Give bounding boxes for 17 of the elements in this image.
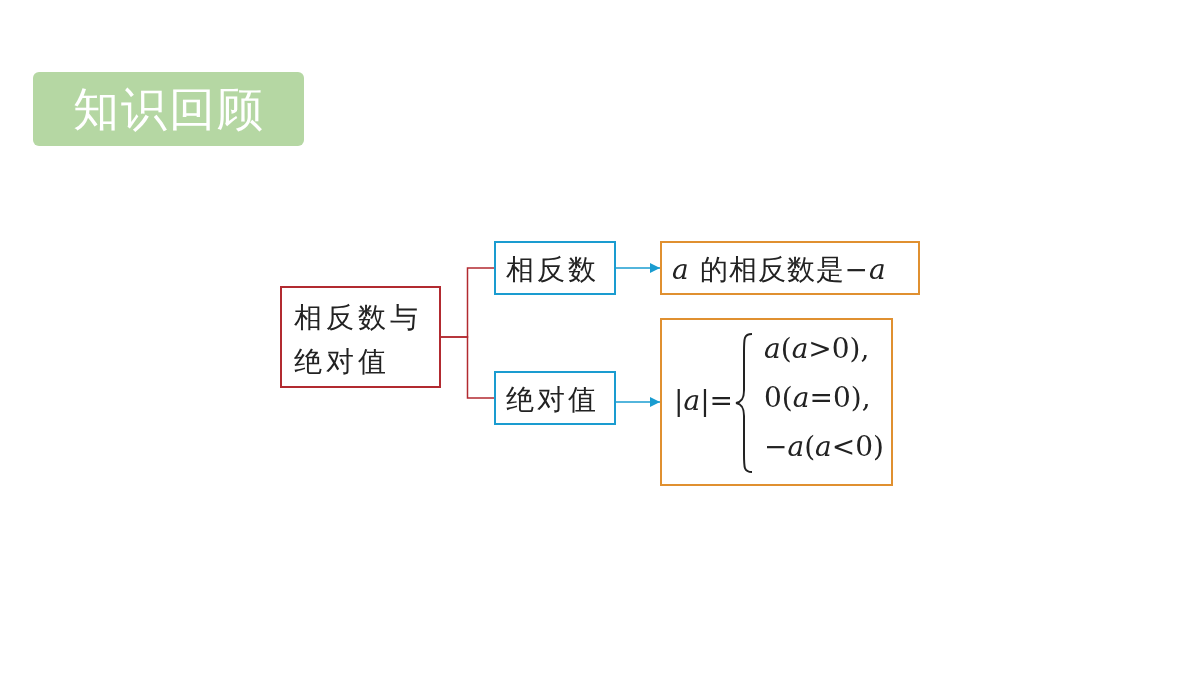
definition-box [660, 241, 920, 295]
arrow [615, 262, 661, 274]
case-text: 0(a=0), [764, 381, 871, 414]
formula-text: |a|= [674, 384, 734, 417]
concept-box [494, 371, 616, 425]
topic-box [280, 286, 441, 388]
arrow [615, 396, 661, 408]
definition-text: a 的相反数是−a [672, 252, 887, 288]
formula-box [660, 318, 893, 486]
title-banner: 知识回顾 [33, 72, 304, 146]
connector-line [440, 336, 495, 399]
concept-box [494, 241, 616, 295]
case-text: −a(a<0) [764, 430, 884, 463]
topic-text: 相反数与绝对值 [294, 300, 423, 380]
case-text: a(a>0), [764, 332, 870, 365]
concept-text: 绝对值 [506, 382, 599, 418]
concept-text: 相反数 [506, 252, 599, 288]
